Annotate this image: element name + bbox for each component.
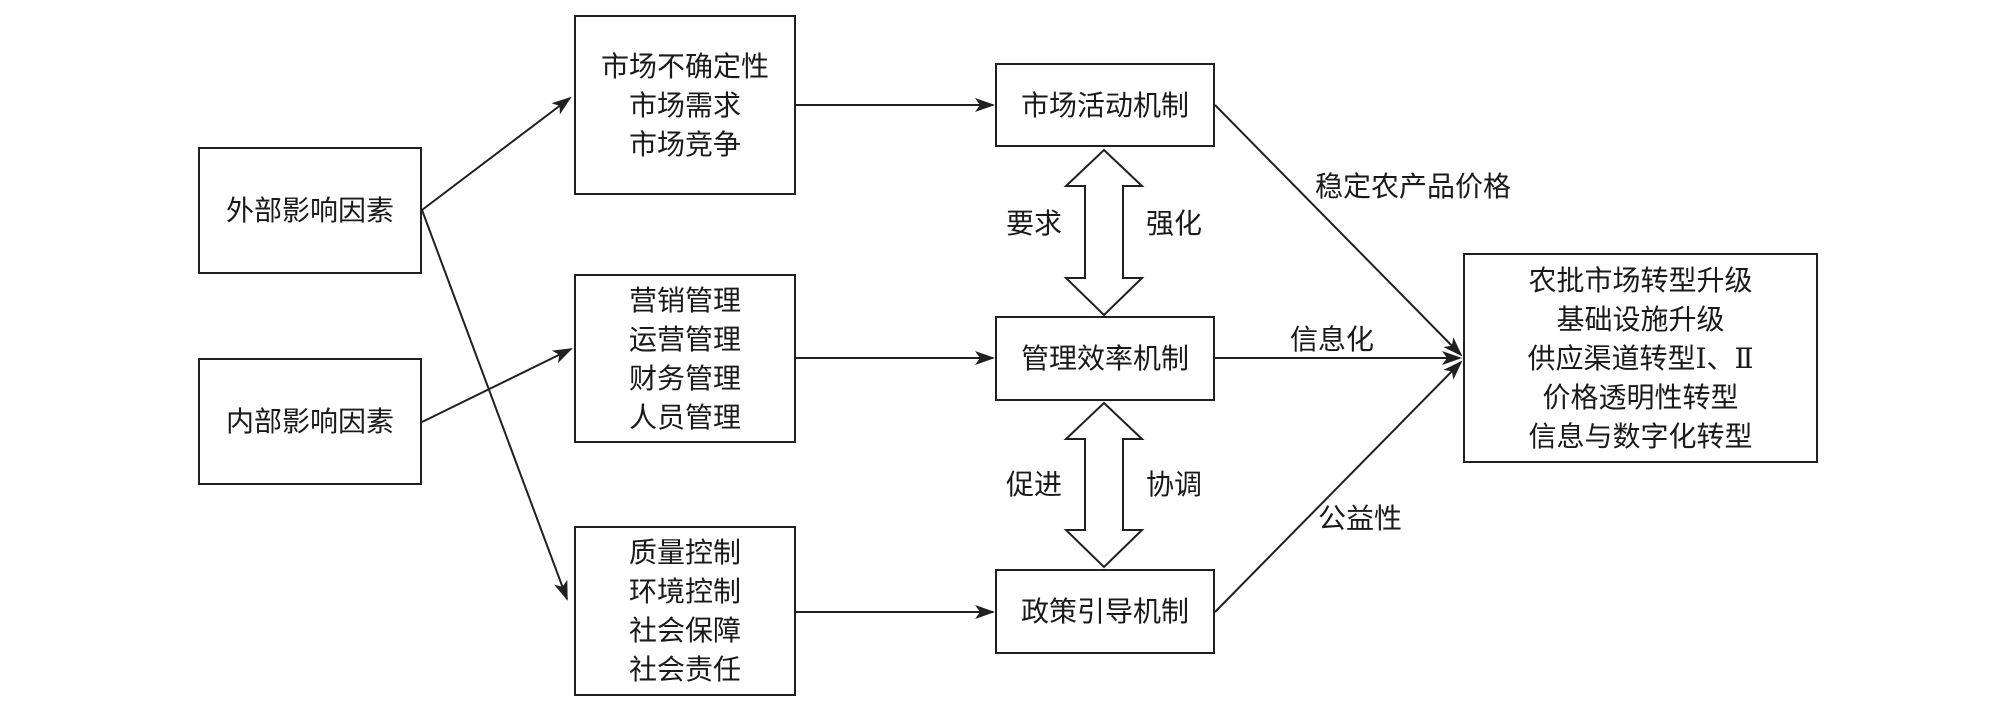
relation-require-label: 要求	[1006, 207, 1063, 240]
policy-group-item: 质量控制	[628, 536, 741, 569]
outcome-item: 农批市场转型升级	[1528, 263, 1753, 297]
arrow-external-to-market-group	[421, 96, 572, 211]
external-factors-box: 外部影响因素	[198, 147, 422, 274]
outcome-item: 基础设施升级	[1556, 302, 1725, 336]
outcome-item: 价格透明性转型	[1542, 380, 1739, 414]
external-factors-label: 外部影响因素	[225, 194, 394, 227]
management-group-item: 人员管理	[628, 400, 741, 434]
market-mechanism-label: 市场活动机制	[1020, 88, 1189, 122]
arrow-market-mechanism-to-outcome	[1214, 104, 1463, 357]
arrow-internal-to-management-group	[421, 348, 573, 423]
management-group-item: 运营管理	[628, 322, 741, 356]
market-group-item: 市场不确定性	[600, 49, 769, 83]
relation-strengthen-label: 强化	[1146, 207, 1203, 240]
policy-mechanism-label: 政策引导机制	[1020, 595, 1189, 628]
effect-informatization-label: 信息化	[1290, 323, 1375, 356]
management-group-item: 财务管理	[628, 361, 741, 395]
internal-factors-box: 内部影响因素	[198, 358, 422, 485]
arrow-policy-mechanism-to-outcome	[1214, 360, 1463, 613]
double-arrow-management-policy	[1063, 401, 1145, 569]
market-group-item: 市场需求	[628, 88, 741, 122]
internal-factors-label: 内部影响因素	[225, 405, 394, 438]
market-group-box: 市场不确定性 市场需求 市场竞争	[574, 15, 796, 195]
outcome-item: 供应渠道转型Ⅰ、Ⅱ	[1527, 341, 1754, 375]
policy-group-box: 质量控制 环境控制 社会保障 社会责任	[574, 526, 796, 696]
management-mechanism-box: 管理效率机制	[995, 316, 1215, 401]
management-group-item: 营销管理	[628, 283, 741, 317]
double-arrow-market-management	[1063, 148, 1145, 317]
management-group-box: 营销管理 运营管理 财务管理 人员管理	[574, 274, 796, 443]
policy-mechanism-box: 政策引导机制	[995, 569, 1215, 654]
effect-public-welfare-label: 公益性	[1318, 502, 1403, 535]
arrow-external-to-policy-group	[421, 209, 568, 601]
policy-group-item: 环境控制	[628, 575, 741, 608]
outcome-box: 农批市场转型升级 基础设施升级 供应渠道转型Ⅰ、Ⅱ 价格透明性转型 信息与数字化…	[1463, 253, 1818, 463]
relation-promote-label: 促进	[1006, 468, 1063, 501]
effect-stabilize-price-label: 稳定农产品价格	[1315, 170, 1512, 203]
policy-group-item: 社会责任	[628, 653, 741, 686]
market-mechanism-box: 市场活动机制	[995, 63, 1215, 147]
relation-coordinate-label: 协调	[1146, 468, 1203, 501]
outcome-item: 信息与数字化转型	[1528, 419, 1753, 453]
market-group-item: 市场竞争	[628, 127, 741, 161]
policy-group-item: 社会保障	[628, 614, 741, 647]
management-mechanism-label: 管理效率机制	[1020, 342, 1189, 375]
